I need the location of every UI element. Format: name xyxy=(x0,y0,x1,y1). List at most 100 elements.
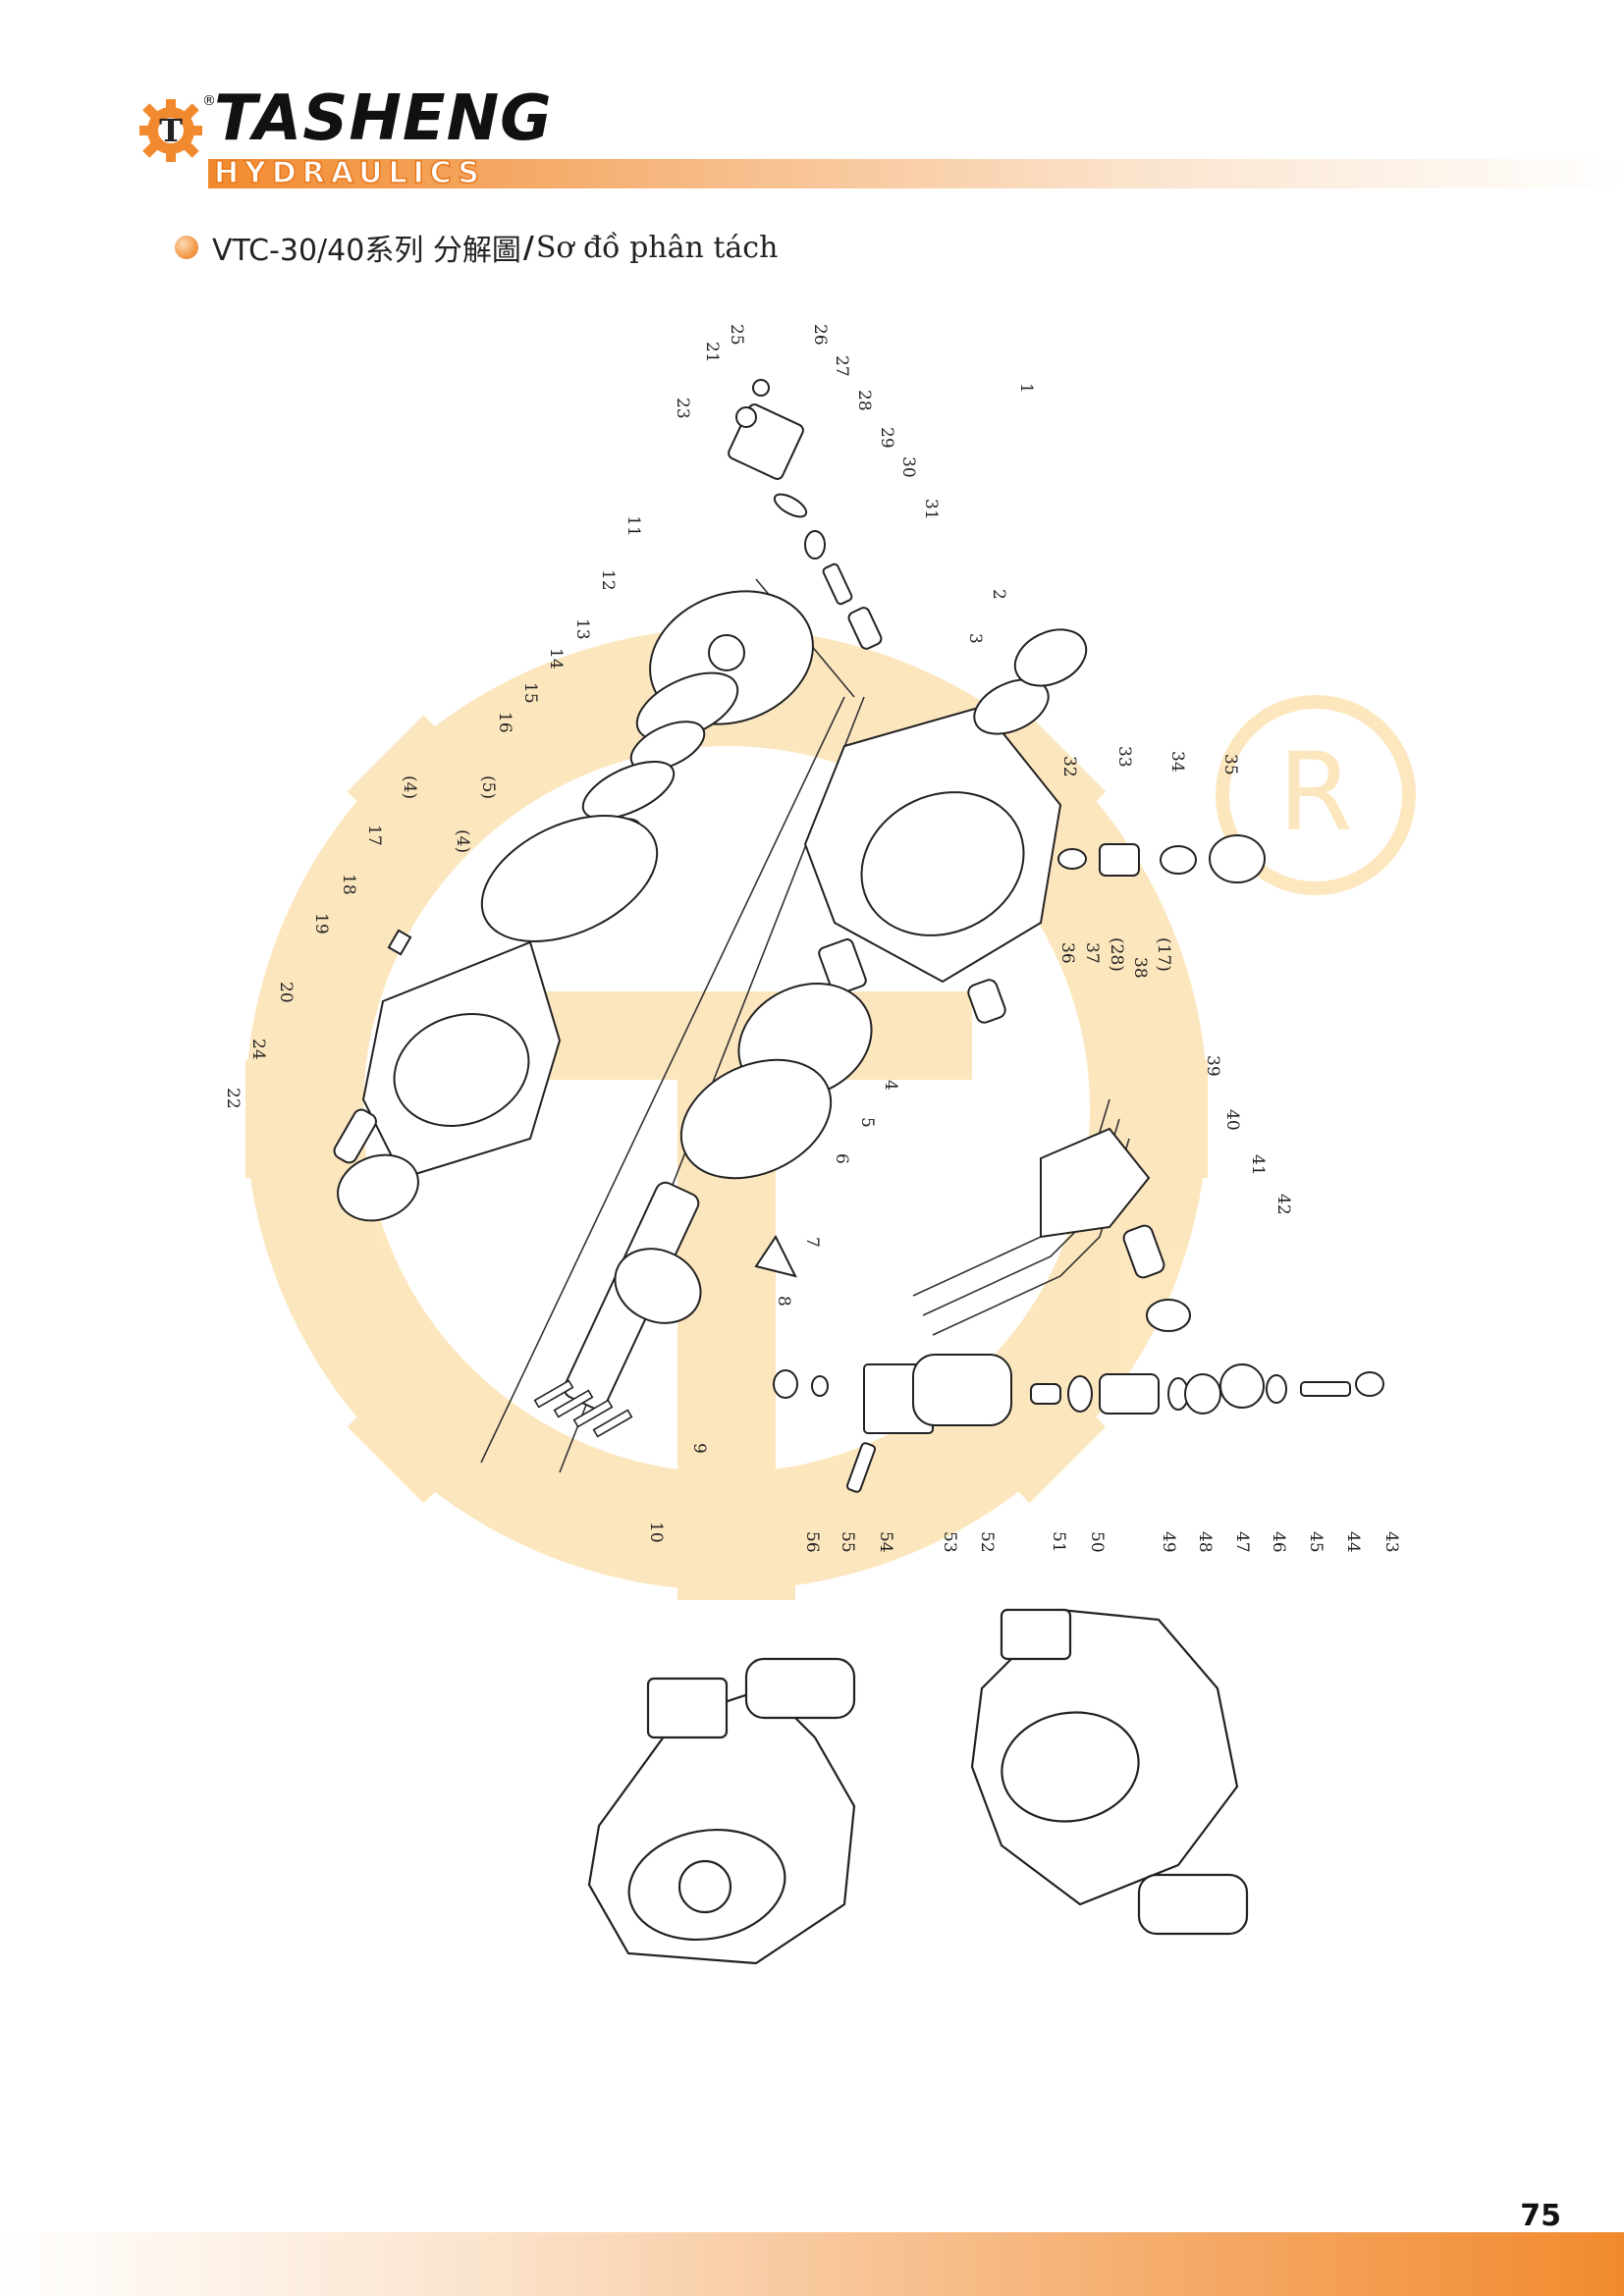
svg-text:52: 52 xyxy=(977,1531,997,1553)
svg-text:33: 33 xyxy=(1114,746,1134,768)
svg-text:34: 34 xyxy=(1167,751,1187,773)
part-label: 48 xyxy=(1195,1531,1215,1553)
svg-text:48: 48 xyxy=(1195,1531,1215,1553)
part-label: 30 xyxy=(898,456,918,478)
part-label: 35 xyxy=(1220,754,1240,775)
svg-text:40: 40 xyxy=(1222,1109,1242,1131)
svg-text:23: 23 xyxy=(673,398,692,419)
footer-gradient-band xyxy=(0,2232,1624,2296)
part-label: 56 xyxy=(802,1531,822,1553)
part-label: 28 xyxy=(854,390,874,411)
svg-text:20: 20 xyxy=(276,982,296,1003)
part-label: 49 xyxy=(1159,1531,1178,1553)
part-label: 47 xyxy=(1232,1531,1252,1553)
part-label: 17 xyxy=(364,825,384,846)
svg-text:38: 38 xyxy=(1130,957,1150,979)
part-label: 1 xyxy=(1016,383,1036,394)
svg-text:50: 50 xyxy=(1087,1531,1107,1553)
registered-mark: ® xyxy=(202,93,216,109)
svg-text:12: 12 xyxy=(598,569,618,591)
part-label: 45 xyxy=(1306,1531,1326,1553)
part-label: 23 xyxy=(673,398,692,419)
svg-text:30: 30 xyxy=(898,456,918,478)
part-label: 54 xyxy=(876,1531,895,1553)
svg-text:19: 19 xyxy=(311,913,331,934)
svg-text:29: 29 xyxy=(877,427,896,449)
svg-text:18: 18 xyxy=(339,874,358,895)
svg-text:54: 54 xyxy=(876,1531,895,1553)
svg-text:16: 16 xyxy=(495,712,514,733)
exploded-parts xyxy=(333,379,1384,1493)
section-title: VTC-30/40系列 分解圖 / Sơ đồ phân tách xyxy=(175,228,778,268)
svg-text:15: 15 xyxy=(520,682,540,704)
part-label: 41 xyxy=(1248,1154,1268,1176)
part-label: 39 xyxy=(1203,1055,1222,1077)
header-gradient-band xyxy=(208,159,1624,188)
part-label: (17) xyxy=(1154,937,1173,972)
part-label: 12 xyxy=(598,569,618,591)
brand-name: TASHENG xyxy=(214,82,553,155)
svg-text:10: 10 xyxy=(646,1522,666,1543)
part-label: 8 xyxy=(774,1296,793,1307)
svg-text:4: 4 xyxy=(881,1080,900,1091)
assembled-pump-right-image xyxy=(970,1608,1249,1936)
part-label: 14 xyxy=(546,648,566,669)
part-label: 32 xyxy=(1059,756,1079,777)
brand-logo: T ® TASHENG xyxy=(137,87,648,191)
part-label: 7 xyxy=(802,1237,822,1248)
part-label: 15 xyxy=(520,682,540,704)
part-label: 40 xyxy=(1222,1109,1242,1131)
part-label: 27 xyxy=(832,355,851,377)
svg-text:46: 46 xyxy=(1269,1531,1288,1553)
svg-text:28: 28 xyxy=(854,390,874,411)
svg-text:36: 36 xyxy=(1057,942,1077,964)
svg-text:17: 17 xyxy=(364,825,384,846)
tasheng-gear-icon: T xyxy=(139,99,202,162)
svg-text:35: 35 xyxy=(1220,754,1240,775)
svg-text:39: 39 xyxy=(1203,1055,1222,1077)
svg-text:6: 6 xyxy=(832,1153,851,1164)
brand-subtitle: HYDRAULICS xyxy=(213,156,485,191)
exploded-view-diagram: R xyxy=(223,324,1416,1965)
part-label: 18 xyxy=(339,874,358,895)
svg-text:22: 22 xyxy=(223,1088,243,1109)
svg-text:56: 56 xyxy=(802,1531,822,1553)
svg-text:9: 9 xyxy=(689,1443,709,1454)
svg-text:53: 53 xyxy=(940,1531,959,1553)
part-label: 50 xyxy=(1087,1531,1107,1553)
svg-text:43: 43 xyxy=(1381,1531,1401,1553)
svg-text:14: 14 xyxy=(546,648,566,669)
part-label: 42 xyxy=(1273,1194,1293,1215)
svg-text:(17): (17) xyxy=(1154,937,1173,972)
part-label: 9 xyxy=(689,1443,709,1454)
part-label: 51 xyxy=(1049,1531,1068,1553)
part-label: 44 xyxy=(1343,1531,1363,1553)
part-label: 22 xyxy=(223,1088,243,1109)
svg-text:(5): (5) xyxy=(478,775,498,799)
svg-text:37: 37 xyxy=(1082,942,1102,964)
part-label: 25 xyxy=(727,324,746,346)
svg-text:51: 51 xyxy=(1049,1531,1068,1553)
svg-text:5: 5 xyxy=(857,1117,877,1128)
part-label: 33 xyxy=(1114,746,1134,768)
svg-text:26: 26 xyxy=(810,324,830,346)
title-model: VTC-30/40系列 分解圖 xyxy=(212,234,521,268)
part-label: 19 xyxy=(311,913,331,934)
part-label: 53 xyxy=(940,1531,959,1553)
part-label: 26 xyxy=(810,324,830,346)
part-label: 36 xyxy=(1057,942,1077,964)
part-label: (4) xyxy=(453,829,472,853)
svg-text:3: 3 xyxy=(965,633,985,644)
svg-text:55: 55 xyxy=(838,1531,857,1553)
svg-text:1: 1 xyxy=(1016,383,1036,394)
part-label: 24 xyxy=(248,1039,268,1060)
svg-text:7: 7 xyxy=(802,1237,822,1248)
part-label: 29 xyxy=(877,427,896,449)
svg-text:11: 11 xyxy=(623,515,643,537)
bullet-icon xyxy=(175,236,198,259)
svg-text:24: 24 xyxy=(248,1039,268,1060)
part-label: 10 xyxy=(646,1522,666,1543)
svg-text:(4): (4) xyxy=(453,829,472,853)
svg-text:32: 32 xyxy=(1059,756,1079,777)
svg-text:(4): (4) xyxy=(400,775,419,799)
